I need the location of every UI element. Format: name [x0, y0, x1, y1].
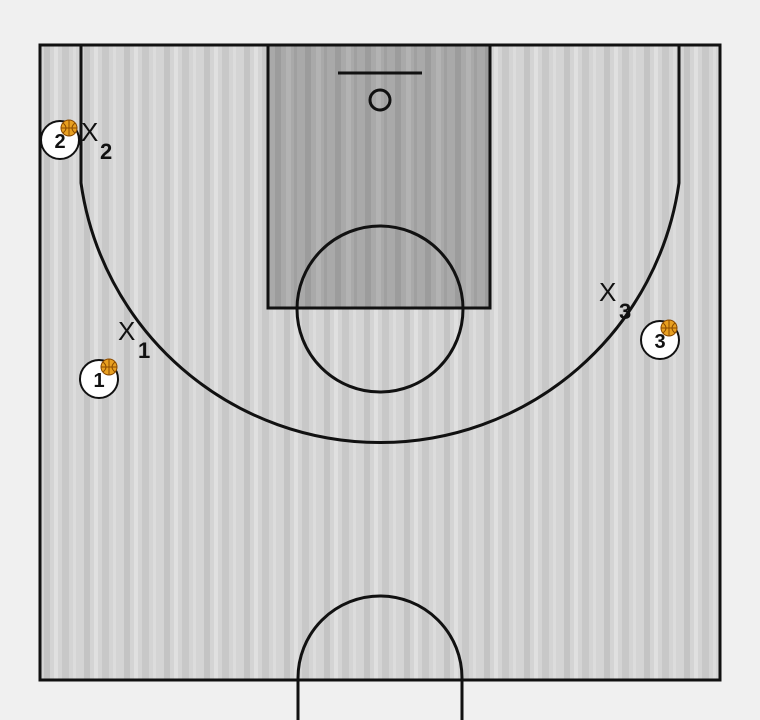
offensive-player-2: 2: [40, 119, 80, 160]
free-throw-circle: [295, 224, 465, 394]
basketball-icon: [660, 319, 678, 337]
player-number: 2: [54, 131, 65, 153]
court-lines: [38, 43, 722, 720]
defender-letter: X: [118, 316, 135, 346]
three-point-line: [79, 45, 681, 445]
player-number: 3: [654, 331, 665, 353]
basketball-icon: [100, 358, 118, 376]
basketball-icon: [60, 119, 78, 137]
defensive-player-1: X 1: [118, 316, 150, 363]
defender-number: 2: [100, 139, 112, 164]
offensive-player-3: 3: [640, 319, 680, 360]
defensive-player-3: X 3: [599, 277, 631, 324]
paint-lane: [268, 45, 490, 308]
center-circle: [296, 594, 464, 720]
defender-letter: X: [81, 117, 98, 147]
defender-letter: X: [599, 277, 616, 307]
defender-number: 1: [138, 338, 150, 363]
rim: [368, 88, 392, 112]
player-number: 1: [93, 370, 104, 392]
defensive-player-2: X 2: [81, 117, 112, 164]
lane-lines: [266, 43, 492, 310]
offensive-player-1: 1: [79, 358, 119, 399]
defender-number: 3: [619, 299, 631, 324]
